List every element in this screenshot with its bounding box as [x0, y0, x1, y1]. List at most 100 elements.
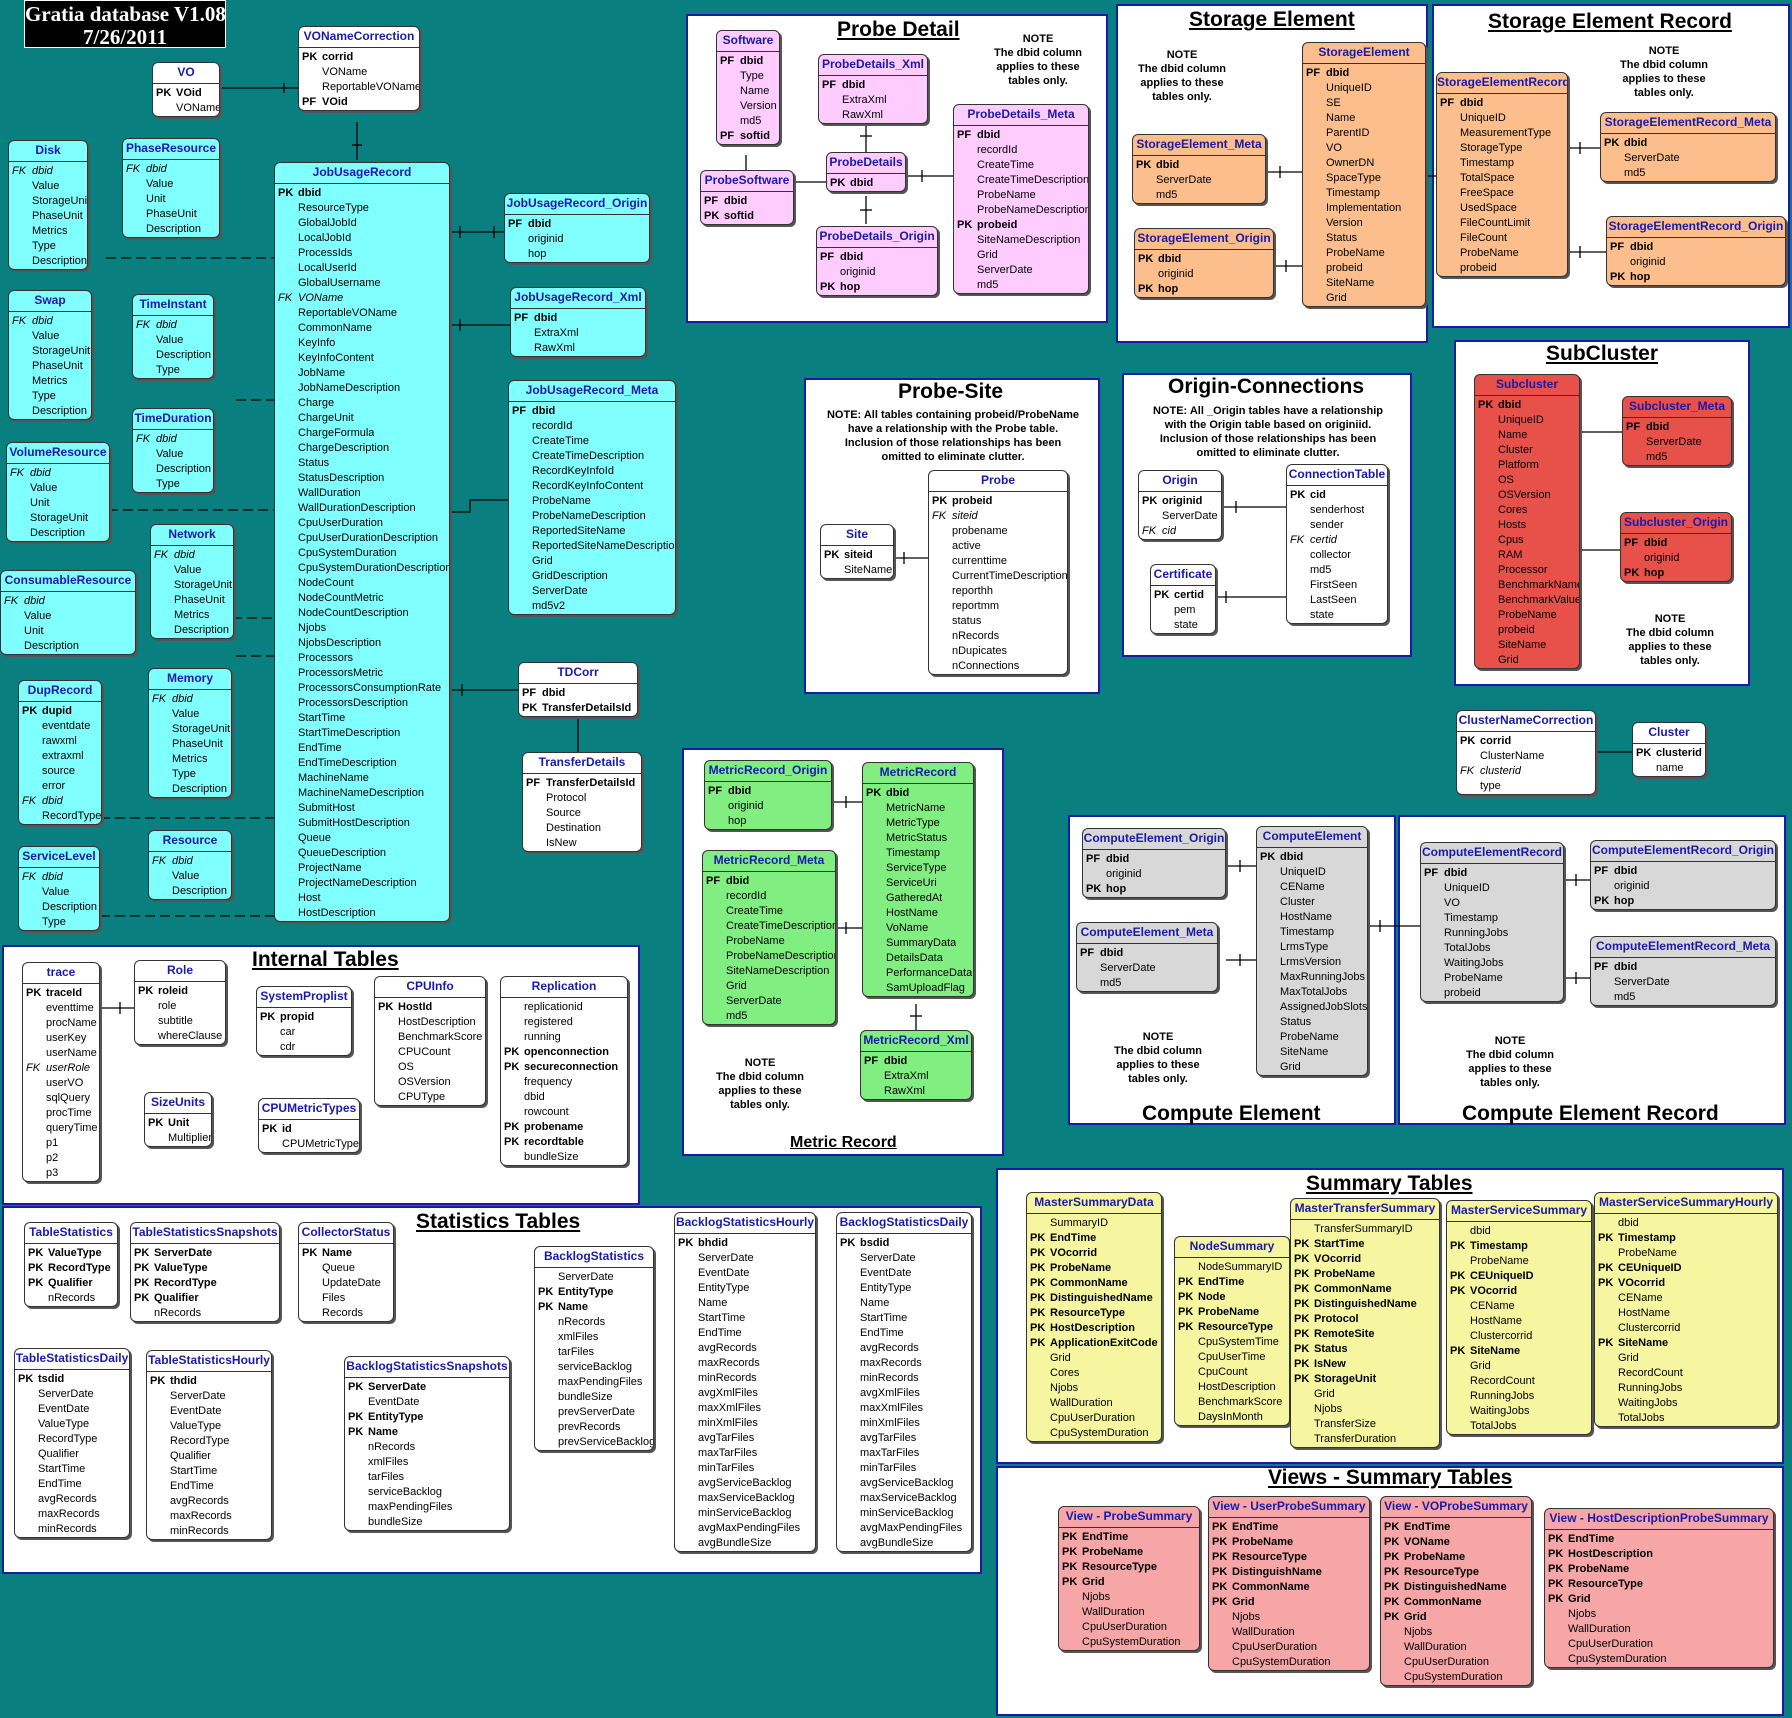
field-name: originid: [728, 800, 764, 812]
table-field-row: ServerDate: [1139, 509, 1221, 524]
field-name: RecordKeyInfoId: [532, 465, 614, 477]
field-name: Metrics: [172, 753, 208, 765]
table-field-row: ReportedSiteName: [509, 524, 675, 539]
note-line: applies to these: [1116, 1059, 1200, 1071]
field-name: serviceBacklog: [368, 1486, 442, 1498]
field-key: [1030, 1411, 1050, 1426]
field-name: SpaceType: [1326, 172, 1382, 184]
table-name: MetricRecord: [863, 763, 973, 784]
table-field-row: Type: [9, 389, 91, 404]
field-key: [26, 1076, 46, 1091]
table-field-row: ProbeNameDescription: [954, 203, 1088, 218]
field-name: Type: [32, 240, 56, 252]
field-name: minXmlFiles: [698, 1417, 758, 1429]
field-name: nDupicates: [952, 645, 1008, 657]
field-name: CpuUserDuration: [1404, 1656, 1489, 1668]
field-name: WaitingJobs: [1618, 1397, 1678, 1409]
field-name: source: [42, 765, 76, 777]
field-key: PK: [1030, 1247, 1046, 1259]
field-name: userName: [46, 1047, 97, 1059]
table-name: VolumeResource: [7, 443, 109, 464]
note-line: applies to these: [1468, 1063, 1552, 1075]
field-key: [706, 979, 726, 994]
field-key: [678, 1476, 698, 1491]
field-name: Unit: [24, 625, 44, 637]
field-name: Queue: [298, 832, 332, 844]
field-key: [1548, 1637, 1568, 1652]
field-key: PK: [278, 187, 294, 199]
field-name: IsNew: [546, 837, 577, 849]
field-name: Queue: [322, 1262, 356, 1274]
table-field-row: NodeCountMetric: [275, 591, 449, 606]
field-key: [1598, 1216, 1618, 1231]
table-field-row: nRecords: [25, 1291, 117, 1306]
field-name: ReportableVOName: [298, 307, 398, 319]
field-name: avgBundleSize: [698, 1537, 772, 1549]
field-name: LastSeen: [1310, 594, 1357, 606]
field-key: PK: [1062, 1546, 1078, 1558]
field-name: reporthh: [952, 585, 993, 597]
field-name: avgXmlFiles: [698, 1387, 758, 1399]
field-key: [1594, 990, 1614, 1005]
field-key: [840, 1266, 860, 1281]
table-field-row: Grid: [1257, 1060, 1367, 1075]
field-name: Grid: [1618, 1352, 1639, 1364]
field-key: FK: [126, 163, 141, 175]
table-name: BacklogStatisticsDaily: [837, 1213, 971, 1234]
field-key: PK: [1294, 1343, 1310, 1355]
table-name: ComputeElement: [1257, 827, 1367, 848]
field-name: Njobs: [1314, 1403, 1343, 1415]
field-name: SubmitHost: [298, 802, 355, 814]
field-key: [348, 1515, 368, 1530]
note-probe-site: NOTE: All tables containing probeid/Prob…: [808, 408, 1098, 464]
field-name: registered: [524, 1016, 573, 1028]
table-field-row: Description: [1, 639, 135, 654]
storage-element-record-title: Storage Element Record: [1488, 10, 1732, 33]
table-field-row: EventDate: [345, 1395, 509, 1410]
field-name: ExtraXml: [534, 327, 579, 339]
field-name: tarFiles: [368, 1471, 405, 1483]
field-name: originid: [1630, 256, 1666, 268]
table-field-row: minRecords: [837, 1371, 971, 1386]
field-name: maxXmlFiles: [860, 1402, 923, 1414]
field-name: cid: [1162, 525, 1177, 537]
table-field-row: ResourceType: [275, 201, 449, 216]
field-name: RemoteSite: [1314, 1328, 1375, 1340]
field-key: [508, 232, 528, 247]
field-key: PK: [1030, 1232, 1046, 1244]
table-name: View - ProbeSummary: [1059, 1507, 1199, 1528]
field-key: [302, 1291, 322, 1306]
field-key: [1294, 1417, 1314, 1432]
field-name: thdid: [170, 1375, 197, 1387]
table-field-row: Unit: [7, 496, 109, 511]
table-field-row: ProbeName: [509, 494, 675, 509]
field-key: PK: [1604, 137, 1620, 149]
table-field-row: Value: [151, 563, 233, 578]
field-key: [154, 578, 174, 593]
field-key: [278, 216, 298, 231]
field-key: [1030, 1216, 1050, 1231]
field-key: [278, 336, 298, 351]
field-key: [1450, 1419, 1470, 1434]
field-name: CPUType: [398, 1091, 446, 1103]
field-key: [136, 348, 156, 363]
field-key: PF: [514, 312, 529, 324]
field-name: Qualifier: [154, 1292, 199, 1304]
